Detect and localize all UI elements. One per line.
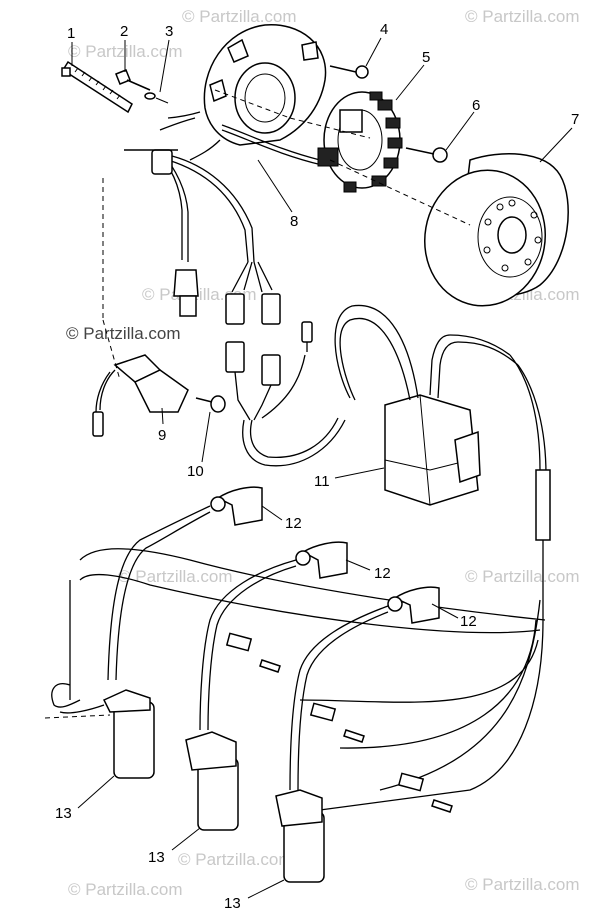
ignition-harness <box>69 540 546 811</box>
part-4-screw <box>329 65 369 79</box>
part-11-cdi-box <box>334 304 551 541</box>
callout-2: 2 <box>120 23 128 40</box>
callout-11: 11 <box>314 473 330 490</box>
callout-1: 1 <box>67 25 75 42</box>
callout-labels: 1 2 3 4 5 6 7 8 9 10 11 12 12 12 13 13 1… <box>55 21 579 912</box>
part-10-screw <box>195 395 226 413</box>
callout-9: 9 <box>158 427 166 444</box>
watermark-center: © Partzilla.com <box>118 567 233 586</box>
callout-7: 7 <box>571 111 579 128</box>
watermark-bottom-right: © Partzilla.com <box>465 875 580 894</box>
callout-13-b: 13 <box>148 849 165 866</box>
callout-5: 5 <box>422 49 430 66</box>
watermark-top-center: © Partzilla.com <box>182 7 297 26</box>
callout-13-c: 13 <box>224 895 241 911</box>
part-3-washer <box>144 92 169 104</box>
callout-10: 10 <box>187 463 204 480</box>
callout-6: 6 <box>472 97 480 114</box>
part-13-coils <box>51 683 325 883</box>
dashed-guides <box>44 89 471 719</box>
leader-lines <box>71 37 573 899</box>
callout-13-a: 13 <box>55 805 72 822</box>
callout-4: 4 <box>380 21 388 38</box>
watermarks: © Partzilla.com © Partzilla.com © Partzi… <box>66 7 580 899</box>
callout-12-b: 12 <box>374 565 391 582</box>
part-2-screw <box>115 69 151 91</box>
watermark-label: © Partzilla.com <box>66 324 181 343</box>
part-12-plug-caps <box>107 486 453 813</box>
part-6-screw <box>405 147 448 163</box>
part-8-stator-plate <box>159 24 327 166</box>
part-7-flywheel <box>423 153 569 307</box>
watermark-bottom-center: © Partzilla.com <box>178 850 293 869</box>
part-1-cable-tie <box>61 60 133 114</box>
watermark-bottom-left: © Partzilla.com <box>68 880 183 899</box>
callout-12-a: 12 <box>285 515 302 532</box>
callout-3: 3 <box>165 23 173 40</box>
watermark-top-right: © Partzilla.com <box>465 7 580 26</box>
stator-harness <box>124 149 346 467</box>
watermark-center-right: © Partzilla.com <box>465 567 580 586</box>
part-9-bracket <box>92 354 189 437</box>
callout-12-c: 12 <box>460 613 477 630</box>
part-5-stator-coil <box>317 91 403 193</box>
callout-8: 8 <box>290 213 298 230</box>
